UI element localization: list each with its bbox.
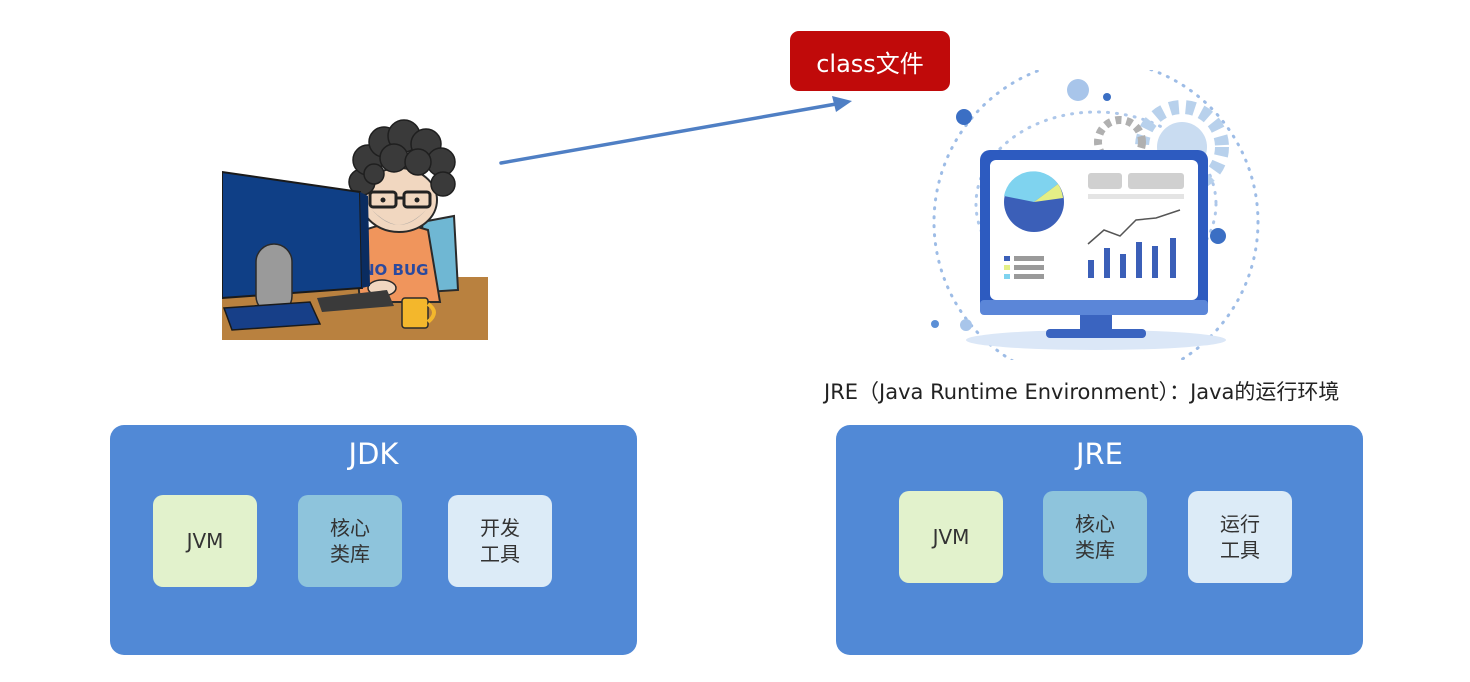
jdk-dev-tools-box: 开发工具 [448, 495, 552, 587]
jre-jvm-box: JVM [899, 491, 1003, 583]
jre-panel: JRE JVM 核心类库 运行工具 [836, 425, 1363, 655]
jdk-jvm-box: JVM [153, 495, 257, 587]
jre-runtime-tools-box: 运行工具 [1188, 491, 1292, 583]
jre-caption: JRE（Java Runtime Environment）：Java的运行环境 [824, 380, 1340, 404]
jdk-title: JDK [348, 437, 399, 471]
class-file-badge: class文件 [790, 31, 950, 91]
jre-jvm-label: JVM [932, 525, 970, 549]
jre-title: JRE [1075, 437, 1124, 471]
jdk-core-library-label: 核心类库 [330, 516, 370, 566]
jre-core-library-box: 核心类库 [1043, 491, 1147, 583]
jre-runtime-tools-label: 运行工具 [1220, 512, 1260, 562]
jdk-jvm-label: JVM [186, 529, 224, 553]
shirt-text: NO BUG [362, 261, 428, 279]
jre-core-library-label: 核心类库 [1075, 512, 1115, 562]
jdk-core-library-box: 核心类库 [298, 495, 402, 587]
analytics-monitor-illustration [931, 70, 1260, 360]
jdk-dev-tools-label: 开发工具 [480, 516, 520, 566]
programmer-at-computer-illustration: NO BUG [222, 119, 488, 340]
class-file-label: class文件 [816, 49, 924, 78]
jdk-panel: JDK JVM 核心类库 开发工具 [110, 425, 637, 655]
